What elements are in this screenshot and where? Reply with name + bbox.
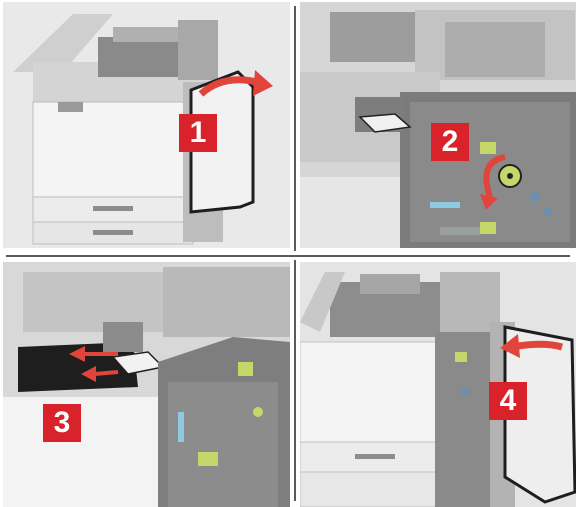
printer-illustration-door-close (300, 262, 576, 507)
horizontal-divider (0, 251, 576, 260)
step-badge-2: 2 (431, 123, 469, 161)
printer-illustration-jam-removal (3, 262, 290, 507)
knob-icon (499, 165, 521, 187)
arrow-left-icon (518, 344, 562, 347)
step-4-panel: 4 (300, 262, 576, 507)
step-3-panel: 3 (3, 262, 290, 507)
step-badge-1: 1 (179, 114, 217, 152)
step-badge-3: 3 (43, 404, 81, 442)
step-1-panel: 1 (3, 2, 290, 248)
step-2-panel: 2 (300, 2, 576, 248)
printer-illustration-door-open (3, 2, 290, 248)
step-badge-4: 4 (489, 382, 527, 420)
